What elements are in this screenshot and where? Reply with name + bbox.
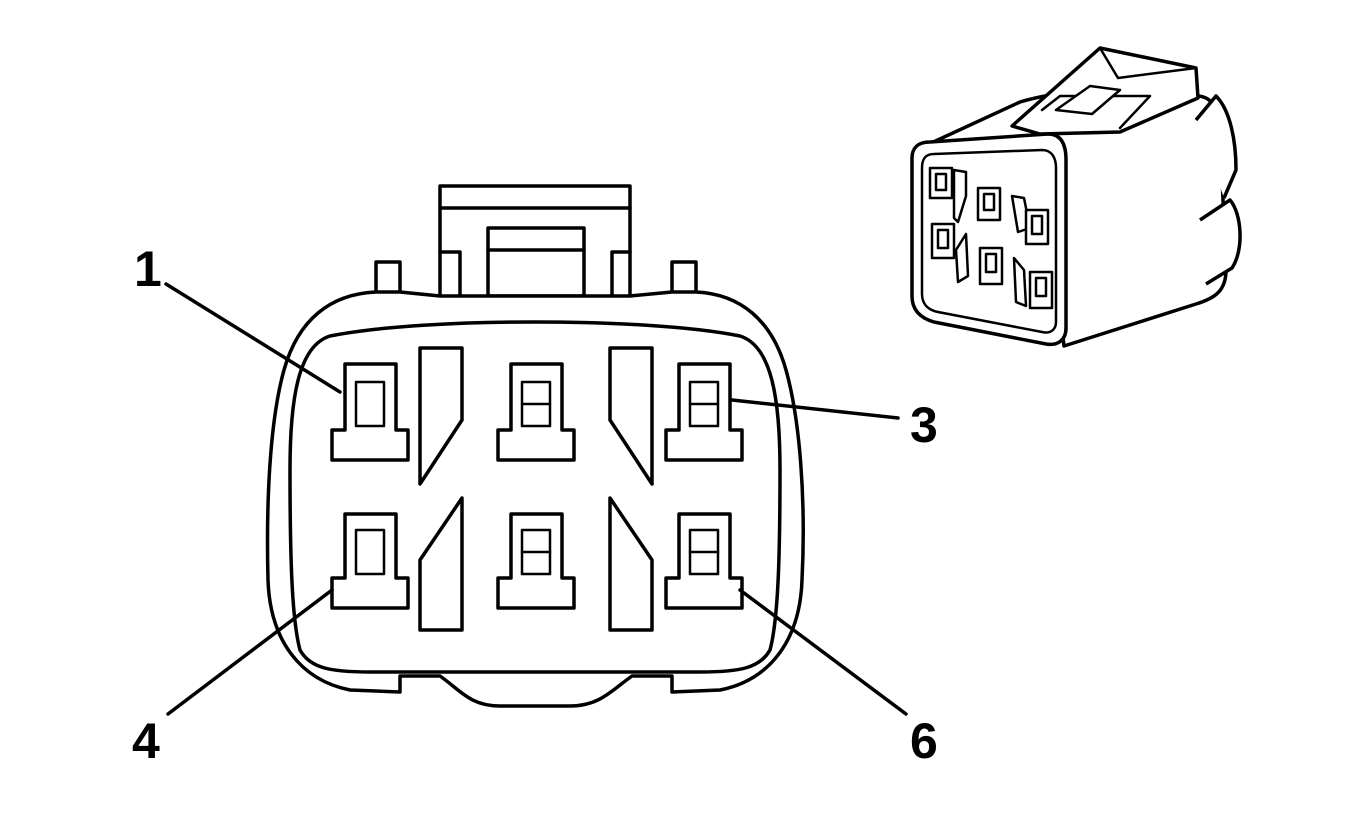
leader-line-3 bbox=[730, 398, 900, 420]
terminal-2 bbox=[496, 362, 576, 462]
key-rib-bottom-left bbox=[418, 496, 464, 632]
terminal-5 bbox=[496, 512, 576, 610]
latch-inner-right bbox=[610, 250, 632, 298]
pin-label-6: 6 bbox=[910, 713, 938, 769]
iso-rear-rib-top bbox=[1194, 94, 1238, 199]
connector-isometric-view bbox=[910, 46, 1242, 348]
latch-tab bbox=[486, 226, 586, 298]
pin-label-1: 1 bbox=[134, 241, 162, 297]
nub-right bbox=[670, 260, 698, 292]
terminal-4 bbox=[330, 512, 410, 610]
iso-terminals bbox=[928, 166, 1054, 310]
connector-face-view: 1 3 4 6 bbox=[132, 184, 938, 769]
outer-shell bbox=[265, 290, 805, 708]
key-rib-bottom-right bbox=[608, 496, 654, 632]
key-rib-top-right bbox=[608, 346, 654, 486]
leader-line-1 bbox=[164, 282, 342, 394]
iso-latch-tab bbox=[1054, 84, 1122, 116]
iso-rear-rib-bottom bbox=[1199, 198, 1242, 286]
nub-left bbox=[374, 260, 402, 292]
leader-line-4 bbox=[166, 588, 334, 716]
terminal-3 bbox=[664, 362, 744, 462]
inner-shell bbox=[288, 320, 782, 674]
pin-label-4: 4 bbox=[132, 713, 160, 769]
terminal-6 bbox=[664, 512, 744, 610]
key-rib-top-left bbox=[418, 346, 464, 486]
latch-inner-left bbox=[438, 250, 462, 298]
terminal-1 bbox=[330, 362, 410, 462]
iso-latch-ridge bbox=[1098, 46, 1198, 80]
leader-line-6 bbox=[738, 588, 908, 716]
pin-label-3: 3 bbox=[910, 397, 938, 453]
iso-front-inner bbox=[920, 148, 1058, 334]
